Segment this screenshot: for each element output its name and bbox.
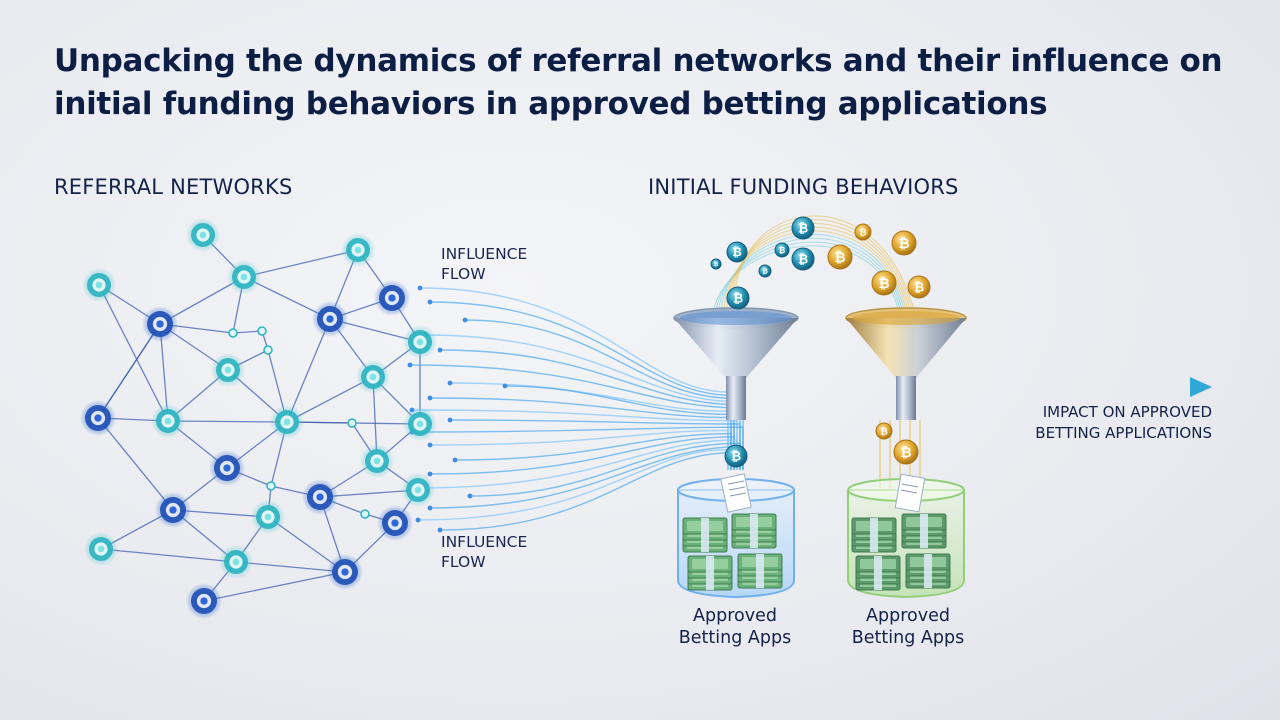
impact-arrow: [748, 377, 1212, 397]
network-node-icon: [227, 260, 261, 294]
network-node-icon: [403, 407, 437, 441]
influence-flow-label-top-line2: FLOW: [441, 265, 486, 283]
bitcoin-coin-icon: ₿: [891, 230, 917, 256]
bitcoin-coin-icon: ₿: [893, 439, 919, 465]
bitcoin-coin-icon: ₿: [758, 264, 772, 278]
app-label-1-line1: Approved: [693, 606, 777, 626]
svg-text:₿: ₿: [880, 426, 888, 437]
svg-text:₿: ₿: [834, 250, 845, 266]
svg-text:₿: ₿: [898, 236, 909, 252]
network-node-icon: [82, 268, 116, 302]
bitcoin-coin-icon: ₿: [907, 275, 931, 299]
influence-flow-label-top-line1: INFLUENCE: [441, 245, 528, 263]
funnel-icon-silver: [673, 307, 799, 420]
bitcoin-coin-icon: ₿: [871, 270, 897, 296]
cash-stack-icon: [682, 513, 783, 591]
bitcoin-coin-icon: ₿: [710, 258, 722, 270]
svg-text:₿: ₿: [914, 280, 924, 295]
network-node-icon: [347, 418, 357, 428]
network-node-icon: [360, 444, 394, 478]
receipt-icon: [720, 473, 752, 513]
network-node-icon: [403, 325, 437, 359]
bitcoin-coin-icon: ₿: [724, 444, 748, 468]
network-node-icon: [228, 328, 238, 338]
receipt-icon: [894, 473, 926, 513]
network-node-icon: [341, 233, 375, 267]
influence-flow-label-bottom: INFLUENCE FLOW: [441, 532, 561, 572]
arrow-right-icon: [1190, 377, 1212, 397]
svg-text:₿: ₿: [779, 246, 786, 255]
influence-flow-label-bottom-line1: INFLUENCE: [441, 533, 528, 551]
funnel-icon-gold: [845, 307, 967, 420]
app-label-1-line2: Betting Apps: [678, 628, 792, 648]
network-node-icon: [186, 583, 222, 619]
svg-text:₿: ₿: [798, 221, 808, 236]
network-node-icon: [401, 473, 435, 507]
bitcoin-coins: ₿ ₿ ₿ ₿ ₿ ₿ ₿ ₿ ₿ ₿ ₿ ₿ ₿ ₿ ₿: [710, 216, 931, 468]
bitcoin-coin-icon: ₿: [854, 223, 872, 241]
bitcoin-coin-icon: ₿: [774, 242, 790, 258]
svg-text:₿: ₿: [900, 445, 911, 461]
network-node-icon: [80, 400, 116, 436]
bitcoin-coin-icon: ₿: [726, 241, 748, 263]
network-node-icon: [374, 280, 410, 316]
page-title: Unpacking the dynamics of referral netwo…: [54, 43, 1223, 122]
network-node-icon: [155, 492, 191, 528]
jar-green: [847, 473, 965, 599]
network-node-icon: [312, 301, 348, 337]
network-node-icon: [257, 326, 267, 336]
svg-text:₿: ₿: [798, 252, 808, 267]
network-node-icon: [263, 345, 273, 355]
network-node-icon: [327, 554, 363, 590]
influence-flow-label-top: INFLUENCE FLOW: [441, 244, 561, 284]
svg-text:₿: ₿: [733, 291, 743, 306]
svg-text:₿: ₿: [732, 245, 741, 259]
bitcoin-coin-icon: ₿: [875, 422, 893, 440]
network-node-icon: [142, 306, 178, 342]
section-label-initial-funding: INITIAL FUNDING BEHAVIORS: [648, 175, 959, 199]
impact-label-line2: BETTING APPLICATIONS: [1035, 424, 1212, 442]
cash-stack-icon: [851, 513, 951, 591]
influence-flow-lines: [407, 285, 744, 533]
app-label-2-line2: Betting Apps: [851, 628, 965, 648]
influence-flow-label-bottom-line2: FLOW: [441, 553, 486, 571]
network-node-icon: [219, 545, 253, 579]
network-node-icon: [356, 360, 390, 394]
network-node-icon: [266, 481, 276, 491]
network-node-icon: [270, 405, 304, 439]
approved-betting-apps-label-1: Approved Betting Apps: [655, 605, 815, 649]
network-node-icon: [209, 450, 245, 486]
network-node-icon: [251, 500, 285, 534]
network-node-icon: [151, 404, 185, 438]
impact-label-line1: IMPACT ON APPROVED: [1042, 403, 1212, 421]
referral-network-nodes: [80, 218, 437, 619]
referral-network-edges: [97, 234, 421, 602]
jar-blue: [677, 473, 795, 599]
network-node-icon: [302, 479, 338, 515]
bitcoin-coin-icon: ₿: [726, 286, 750, 310]
bitcoin-coin-icon: ₿: [791, 247, 815, 271]
network-node-icon: [211, 353, 245, 387]
section-label-referral-networks: REFERRAL NETWORKS: [54, 175, 293, 199]
svg-text:₿: ₿: [878, 276, 889, 292]
bitcoin-coin-icon: ₿: [827, 244, 853, 270]
svg-text:₿: ₿: [714, 261, 719, 268]
network-node-icon: [84, 532, 118, 566]
app-label-2-line1: Approved: [866, 606, 950, 626]
approved-betting-apps-label-2: Approved Betting Apps: [828, 605, 988, 649]
svg-text:₿: ₿: [859, 227, 867, 238]
svg-text:₿: ₿: [762, 268, 768, 276]
network-node-icon: [360, 509, 370, 519]
network-node-icon: [186, 218, 220, 252]
svg-text:₿: ₿: [731, 449, 741, 464]
network-node-icon: [377, 505, 413, 541]
impact-label: IMPACT ON APPROVED BETTING APPLICATIONS: [972, 402, 1212, 444]
bitcoin-coin-icon: ₿: [791, 216, 815, 240]
